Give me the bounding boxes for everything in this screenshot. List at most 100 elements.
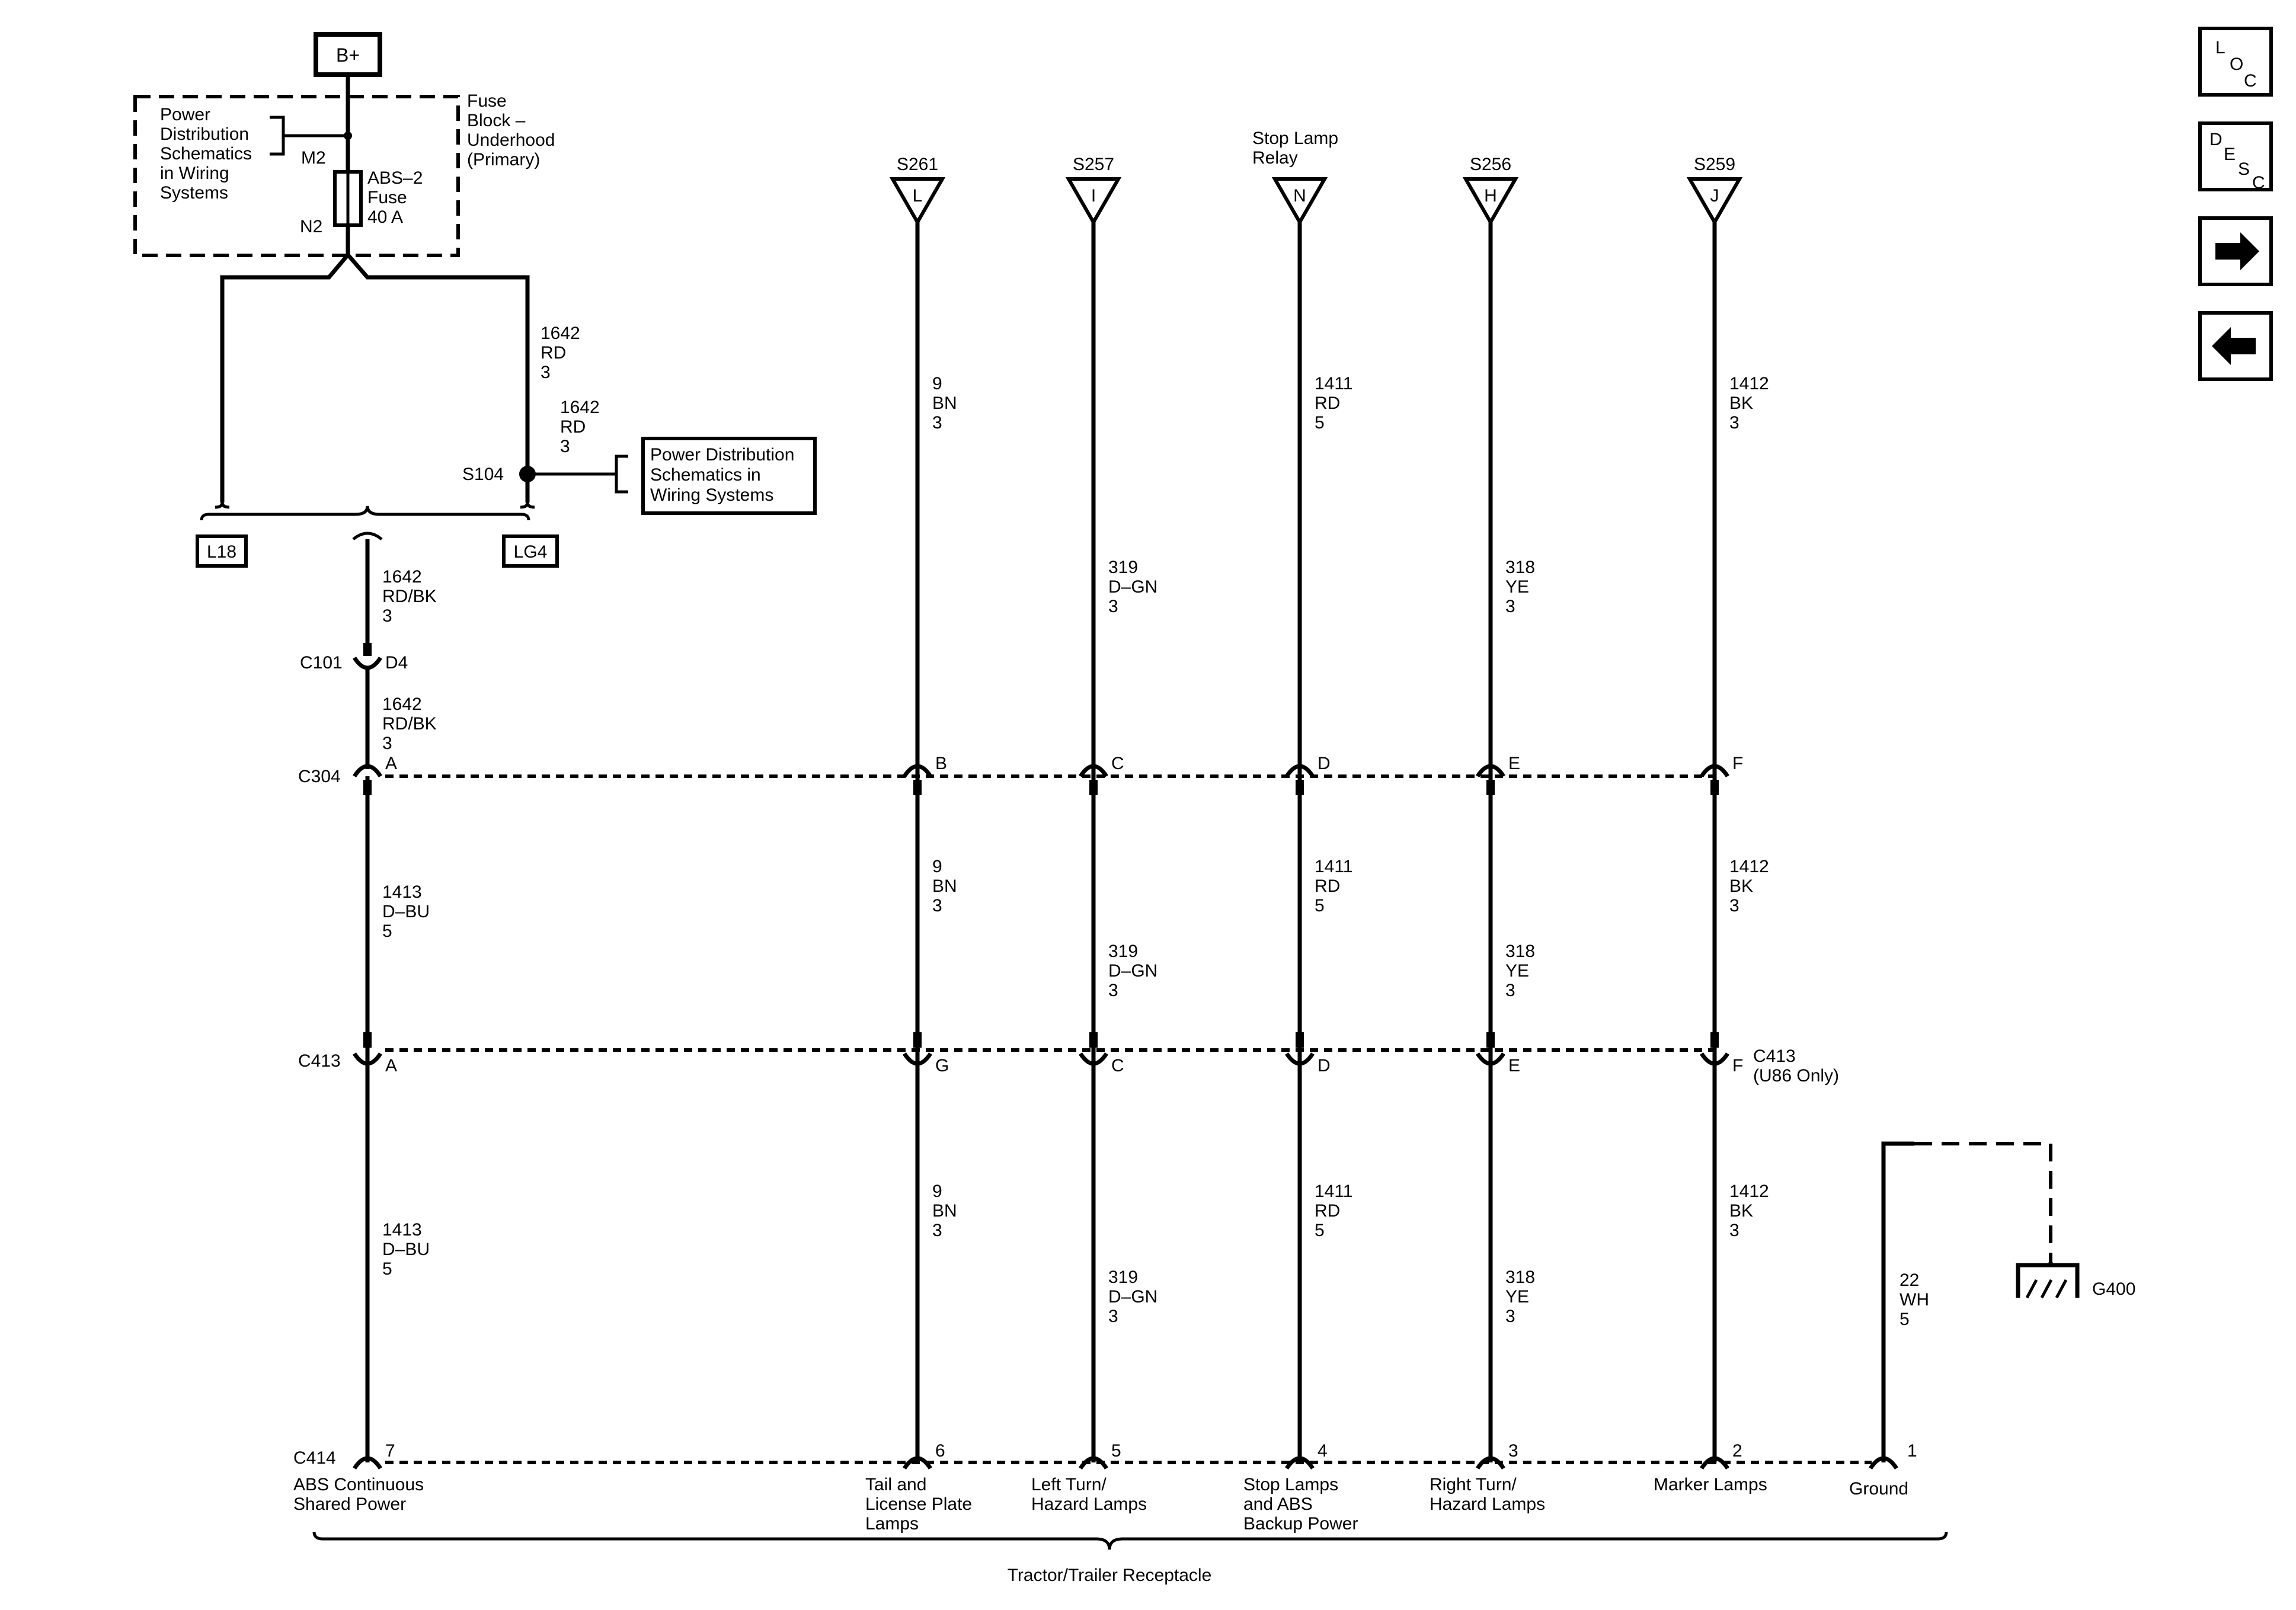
wire-label-top: 3 bbox=[1729, 413, 1739, 433]
desc-button[interactable]: D E S C bbox=[2198, 121, 2273, 193]
pds-box: Power Distribution Schematics in Wiring … bbox=[641, 437, 817, 515]
pin-m2: M2 bbox=[301, 148, 326, 168]
wire-label-mid: 1412 bbox=[1729, 857, 1769, 876]
svg-text:(U86 Only): (U86 Only) bbox=[1753, 1066, 1839, 1086]
c304-pin-label: E bbox=[1508, 754, 1520, 773]
wire-label-bottom: RD bbox=[1315, 1201, 1340, 1221]
wire-label-top: 1412 bbox=[1729, 374, 1769, 393]
c413-pin-label: F bbox=[1732, 1056, 1743, 1076]
svg-text:WH: WH bbox=[1900, 1290, 1929, 1310]
svg-text:L: L bbox=[2215, 38, 2225, 57]
svg-text:Block –: Block – bbox=[467, 111, 526, 130]
load-label: Stop Lamps bbox=[1243, 1475, 1338, 1494]
load-label: License Plate bbox=[865, 1494, 972, 1514]
source-letter: H bbox=[1484, 186, 1497, 206]
source-triangle-L bbox=[889, 177, 946, 226]
load-label: Right Turn/ bbox=[1430, 1475, 1517, 1494]
source-name: Stop Lamp bbox=[1252, 129, 1338, 148]
source-triangle-J bbox=[1686, 177, 1743, 226]
c304-pin-0-male bbox=[363, 780, 372, 795]
receptacle-brace bbox=[312, 1531, 1948, 1550]
abs-load-label: ABS Continuous bbox=[293, 1475, 424, 1494]
svg-text:Shared Power: Shared Power bbox=[293, 1494, 406, 1514]
source-name: S257 bbox=[1073, 155, 1114, 174]
source-name: S259 bbox=[1694, 155, 1735, 174]
svg-text:S: S bbox=[2238, 159, 2250, 179]
c414-pin-label: 4 bbox=[1318, 1441, 1328, 1461]
c413-pin-label: D bbox=[1318, 1056, 1331, 1076]
wire-label-top: BN bbox=[932, 393, 957, 413]
svg-text:5: 5 bbox=[382, 1259, 392, 1279]
wire-label-top: RD bbox=[1315, 393, 1340, 413]
c304-pin-0-female bbox=[353, 764, 382, 777]
wire-label-mid: 1411 bbox=[1315, 857, 1353, 876]
svg-text:Systems: Systems bbox=[160, 183, 228, 203]
s104-label: S104 bbox=[462, 465, 504, 484]
svg-text:C: C bbox=[2252, 173, 2265, 193]
wire-label-bottom: D–GN bbox=[1108, 1287, 1157, 1307]
wire-1642-rd-upper: 1642 bbox=[541, 324, 580, 343]
wire-label-top: 3 bbox=[1108, 597, 1118, 616]
ground-symbol-icon bbox=[2016, 1263, 2080, 1299]
wire-22-wh: 22 bbox=[1900, 1270, 1919, 1290]
pin-n2: N2 bbox=[300, 217, 322, 236]
c413-pin-label: E bbox=[1508, 1056, 1520, 1076]
wire-label-bottom: 1411 bbox=[1315, 1182, 1353, 1201]
wire-label-bottom: 3 bbox=[1729, 1221, 1739, 1240]
svg-text:Power Distribution: Power Distribution bbox=[650, 445, 794, 465]
wire-label-mid: 3 bbox=[1729, 896, 1739, 916]
forward-button[interactable] bbox=[2198, 216, 2273, 286]
svg-text:3: 3 bbox=[382, 734, 392, 753]
svg-text:RD/BK: RD/BK bbox=[382, 587, 437, 606]
source-name: S256 bbox=[1470, 155, 1511, 174]
g400-label: G400 bbox=[2092, 1279, 2135, 1299]
wire-label-bottom: YE bbox=[1505, 1287, 1529, 1307]
c413-male-0 bbox=[363, 1032, 372, 1048]
svg-text:in Wiring: in Wiring bbox=[160, 164, 229, 183]
bplus-terminal: B+ bbox=[314, 32, 382, 77]
c101-label: C101 bbox=[300, 653, 343, 673]
svg-text:40 A: 40 A bbox=[367, 207, 403, 227]
c304-pin-label: B bbox=[935, 754, 947, 773]
c304-pin-label: A bbox=[385, 754, 397, 773]
wire-label-mid: 5 bbox=[1315, 896, 1325, 916]
svg-text:RD/BK: RD/BK bbox=[382, 714, 437, 734]
svg-text:C: C bbox=[2244, 71, 2257, 91]
load-label: Left Turn/ bbox=[1031, 1475, 1107, 1494]
arrow-left-icon bbox=[2212, 327, 2256, 365]
c414-pin-0-cavity bbox=[353, 1456, 382, 1470]
wire-1413-dbu-2: 1413 bbox=[382, 1220, 422, 1240]
wire-label-bottom: 9 bbox=[932, 1182, 942, 1201]
wire-label-mid: 319 bbox=[1108, 942, 1138, 961]
c304-pin-label: D bbox=[1318, 754, 1331, 773]
svg-text:Schematics in: Schematics in bbox=[650, 465, 761, 485]
svg-text:D–BU: D–BU bbox=[382, 902, 430, 921]
wire-label-bottom: 318 bbox=[1505, 1267, 1535, 1287]
c413-pin-label: G bbox=[935, 1056, 949, 1076]
wire-label-top: 319 bbox=[1108, 558, 1138, 577]
source-letter: L bbox=[913, 186, 923, 206]
load-label: Hazard Lamps bbox=[1430, 1494, 1545, 1514]
load-label: Lamps bbox=[865, 1514, 919, 1534]
wire-label-bottom: BN bbox=[932, 1201, 957, 1221]
option-bracket bbox=[200, 502, 535, 643]
wire-label-top: 3 bbox=[1505, 597, 1515, 616]
wire-label-mid: RD bbox=[1315, 876, 1340, 896]
c414-pin-label: 5 bbox=[1111, 1441, 1121, 1461]
back-button[interactable] bbox=[2198, 311, 2273, 381]
wire-label-mid: YE bbox=[1505, 961, 1529, 981]
svg-text:RD: RD bbox=[541, 343, 566, 363]
svg-text:LG4: LG4 bbox=[514, 542, 548, 562]
wire-label-bottom: 3 bbox=[932, 1221, 942, 1240]
wire-label-mid: BN bbox=[932, 876, 957, 896]
wire-label-bottom: BK bbox=[1729, 1201, 1753, 1221]
svg-text:Underhood: Underhood bbox=[467, 130, 555, 150]
svg-text:L18: L18 bbox=[207, 542, 236, 562]
wire-label-bottom: 5 bbox=[1315, 1221, 1325, 1240]
fuse-block-outline bbox=[133, 95, 460, 257]
loc-button[interactable]: L O C bbox=[2198, 27, 2273, 97]
svg-text:3: 3 bbox=[560, 437, 570, 456]
arrow-right-icon bbox=[2215, 232, 2259, 270]
load-label: Backup Power bbox=[1243, 1514, 1358, 1534]
svg-text:3: 3 bbox=[541, 363, 551, 382]
